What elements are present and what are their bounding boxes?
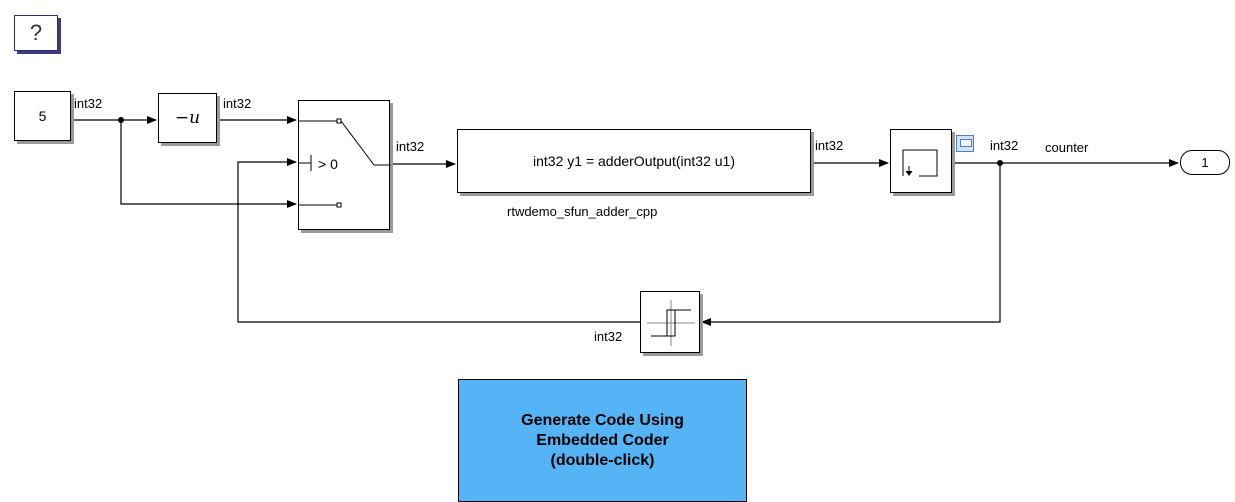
switch-threshold: > 0 [318,156,338,172]
generate-code-button[interactable]: Generate Code Using Embedded Coder (doub… [458,379,747,502]
signal-name-counter: counter [1045,140,1089,155]
outport-number: 1 [1201,155,1209,170]
signal-label-minus-out: int32 [223,96,252,111]
signal-label-sfun-out: int32 [815,138,844,153]
unit-delay-icon [902,149,938,177]
relay-block[interactable] [640,291,700,353]
sfunction-name: rtwdemo_sfun_adder_cpp [507,204,658,219]
sfunction-block[interactable]: int32 y1 = adderOutput(int32 u1) [457,129,811,193]
generate-code-line2: Embedded Coder [536,431,669,449]
unary-minus-block[interactable]: −u [158,93,217,143]
line-relay-to-switch-in2 [237,158,640,323]
outport-block[interactable]: 1 [1180,150,1230,175]
help-label: ? [29,20,43,45]
line-delay-to-relay [701,163,1001,326]
generate-code-line3: (double-click) [550,451,655,469]
help-button[interactable]: ? [14,15,58,51]
signal-label-delay-out: int32 [990,138,1019,153]
constant-block[interactable]: 5 [14,91,71,141]
signal-viewer-icon[interactable] [956,135,974,152]
unary-minus-label: −u [174,108,201,128]
unit-delay-block[interactable] [890,129,952,193]
generate-code-line1: Generate Code Using [521,411,684,429]
relay-hysteresis-icon [647,300,695,346]
branch-point-delay [997,160,1003,166]
signal-label-relay-out: int32 [594,329,623,344]
constant-value: 5 [38,108,47,124]
branch-point-const [118,117,124,123]
sfunction-signature: int32 y1 = adderOutput(int32 u1) [533,153,735,169]
signal-label-switch-out: int32 [396,139,425,154]
switch-block[interactable]: > 0 [298,100,391,230]
signal-label-const-out: int32 [74,96,103,111]
switch-icon [299,118,391,208]
